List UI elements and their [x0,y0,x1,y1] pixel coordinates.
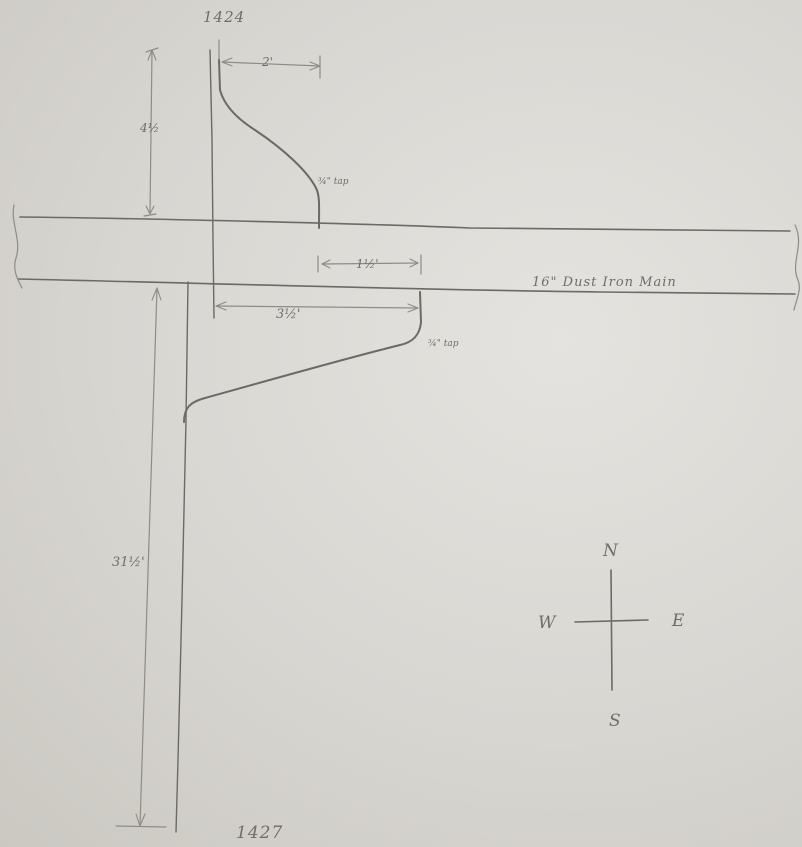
upper-service-line [218,59,321,229]
dim-top-horizontal-label: 2' [261,55,273,69]
main-pipe [12,204,800,311]
lower-service-line [183,291,422,423]
dimension-middle-horizontal [317,254,422,275]
main-label: 16" Dust Iron Main [532,275,677,290]
dim-top-tap-label: ¾" tap [318,176,349,187]
compass-north-label: N [602,541,619,561]
house-number-top: 1424 [203,8,245,26]
compass-west-label: W [538,613,557,633]
reference-lines [175,39,220,833]
compass-east-label: E [671,611,685,631]
dim-bottom-vertical-label: 31½' [112,555,145,570]
house-number-bottom: 1427 [236,823,283,843]
dim-middle-horizontal-label: 1½' [356,257,379,271]
dimension-bottom-vertical [115,287,167,828]
dimension-lower-horizontal [215,301,419,313]
dimension-top-vertical [143,47,159,217]
dim-lower-horizontal-label: 3½' [276,307,300,322]
compass-south-label: S [609,711,621,731]
dim-lower-tap-label: ¾" tap [428,338,459,349]
compass-rose [574,569,649,691]
dimension-top-horizontal [221,55,321,79]
dim-top-vertical-label: 4½ [139,121,159,135]
